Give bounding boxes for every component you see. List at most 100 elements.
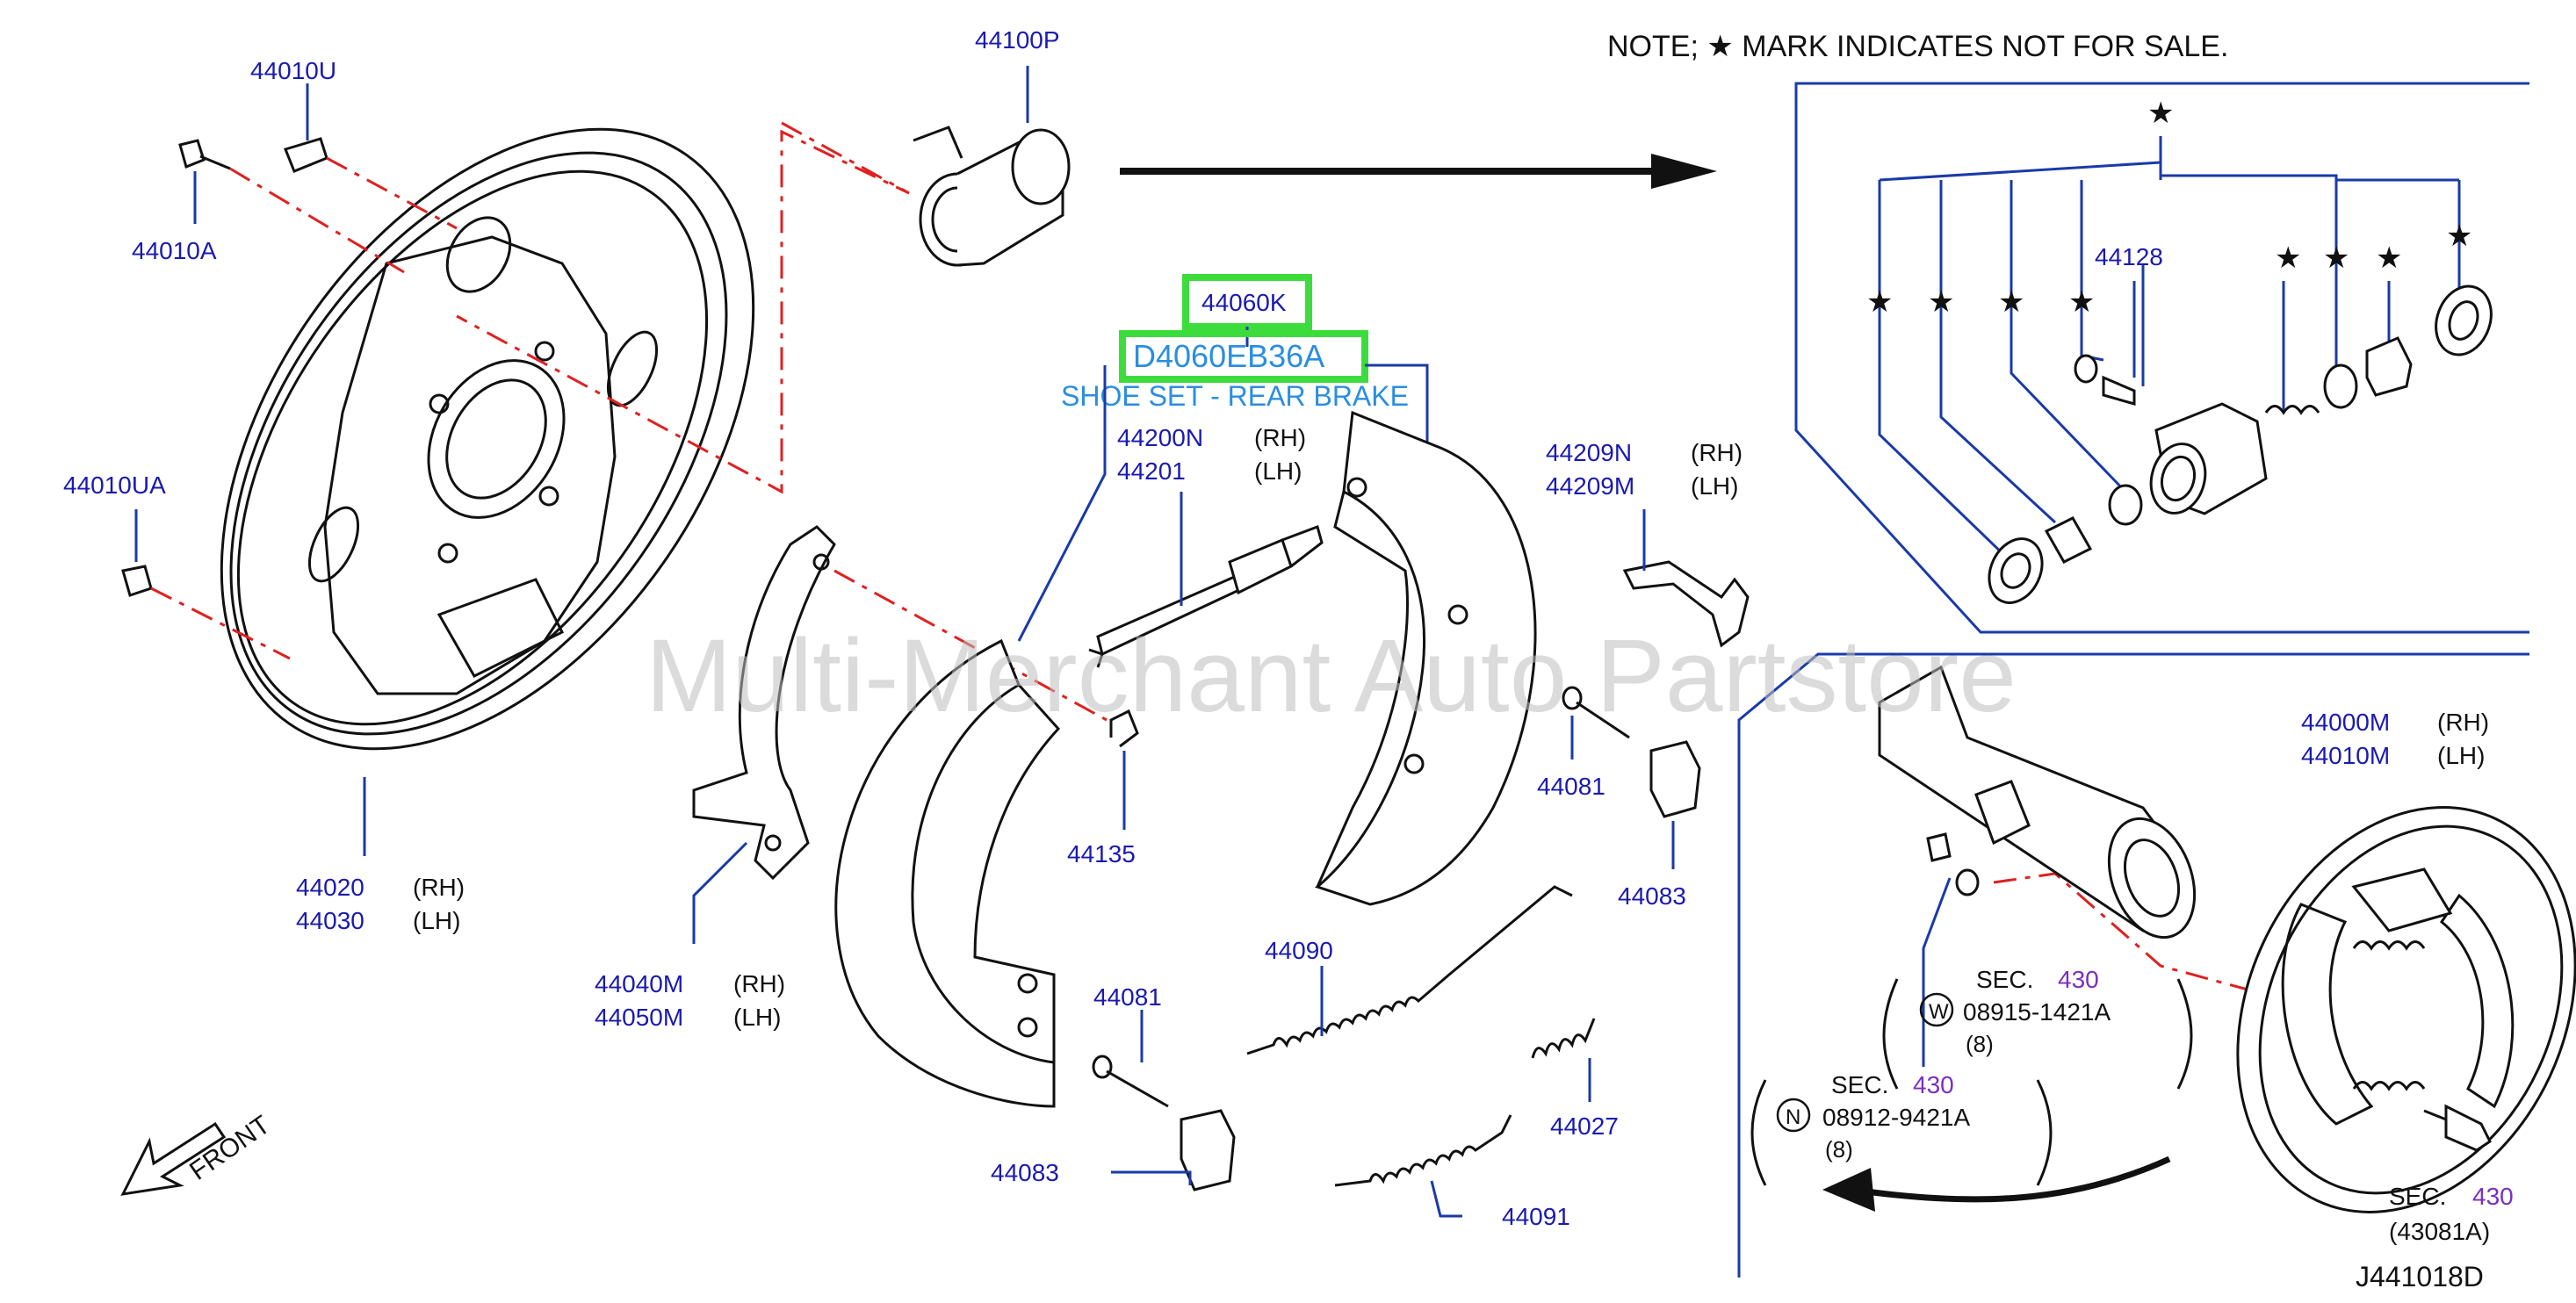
arrow-curved — [1822, 1155, 2171, 1212]
side-lh: (LH) — [733, 1004, 781, 1031]
side-lh: (LH) — [413, 907, 460, 934]
fastener-part[interactable]: (43081A) — [2389, 1218, 2490, 1245]
label-44209N[interactable]: 44209N — [1546, 439, 1632, 466]
label-44128[interactable]: 44128 — [2095, 243, 2163, 270]
clip-44135[interactable] — [1109, 709, 1139, 748]
sec-number[interactable]: 430 — [1913, 1071, 1954, 1098]
spring-44027[interactable] — [1531, 1018, 1596, 1059]
label-44135[interactable]: 44135 — [1067, 840, 1136, 867]
phantom-line — [833, 569, 1108, 722]
grommet-44010UA[interactable] — [121, 565, 153, 597]
spring-44091[interactable] — [1334, 1114, 1512, 1187]
label-44091[interactable]: 44091 — [1502, 1203, 1570, 1230]
side-lh: (LH) — [1691, 472, 1738, 500]
bracket-left — [1882, 978, 1899, 1090]
fastener-part[interactable]: 08915-1421A — [1963, 998, 2111, 1026]
sec-number[interactable]: 430 — [2472, 1183, 2514, 1210]
label-44090[interactable]: 44090 — [1265, 937, 1333, 964]
bolt-43081A[interactable] — [2423, 1104, 2492, 1152]
inset-axle-assembly — [1737, 652, 2529, 1278]
side-rh: (RH) — [2437, 709, 2489, 736]
lever-44040M[interactable] — [692, 525, 836, 881]
w-symbol-icon — [1919, 992, 1954, 1027]
watermark: Multi-Merchant Auto Partstore — [646, 618, 2017, 734]
label-44010A[interactable]: 44010A — [132, 237, 217, 264]
star-mark: ★ — [2323, 241, 2349, 276]
star-mark: ★ — [2376, 241, 2402, 276]
label-44050M[interactable]: 44050M — [595, 1004, 683, 1031]
arrow-right — [1120, 154, 1717, 189]
label-44100P[interactable]: 44100P — [975, 26, 1060, 54]
brake-assembly-44000M[interactable] — [2174, 752, 2576, 1267]
backing-plate[interactable] — [112, 32, 863, 846]
star-mark: ★ — [1928, 284, 1954, 320]
spring-44090[interactable] — [1246, 885, 1573, 1055]
label-44030[interactable]: 44030 — [296, 907, 364, 934]
label-44083-upper[interactable]: 44083 — [1618, 882, 1686, 910]
front-arrow-icon — [120, 1121, 227, 1196]
diagram-id: J441018D — [2356, 1261, 2484, 1292]
side-rh: (RH) — [733, 970, 785, 997]
highlight-part-label: 44060K — [1201, 289, 1287, 316]
star-mark: ★ — [2446, 219, 2472, 254]
phantom-line — [229, 167, 405, 274]
adjuster-44200N[interactable] — [1088, 525, 1324, 668]
label-44081-upper[interactable]: 44081 — [1537, 773, 1605, 800]
pin-44081-lower[interactable] — [1092, 1055, 1169, 1108]
n-symbol: N — [1786, 1105, 1800, 1129]
phantom-line — [326, 156, 458, 230]
star-mark: ★ — [1866, 284, 1893, 320]
note-text: NOTE; ★ MARK INDICATES NOT FOR SALE. — [1607, 30, 2228, 63]
retainer-44083-lower[interactable] — [1180, 1109, 1236, 1191]
leader-lines — [134, 66, 2145, 1218]
phantom-line — [456, 121, 910, 494]
highlight-code-label: D4060EB36A — [1133, 338, 1324, 374]
side-rh: (RH) — [1691, 439, 1743, 466]
label-44010UA[interactable]: 44010UA — [63, 472, 166, 499]
highlight-part-box[interactable]: 44060K — [1182, 274, 1312, 330]
highlight-desc-label: SHOE SET - REAR BRAKE — [1061, 380, 1409, 412]
side-lh: (LH) — [1254, 457, 1302, 485]
sec-label: SEC. — [1976, 966, 2033, 993]
fastener-part[interactable]: 08912-9421A — [1822, 1104, 1970, 1131]
pin-44081-upper[interactable] — [1562, 686, 1630, 739]
label-44040M[interactable]: 44040M — [595, 970, 683, 997]
label-44083-lower[interactable]: 44083 — [991, 1159, 1059, 1186]
label-44010U[interactable]: 44010U — [250, 57, 336, 84]
label-44010M[interactable]: 44010M — [2301, 742, 2390, 769]
clip-44010U[interactable] — [283, 137, 328, 173]
inset-exploded-cylinder — [1794, 82, 2529, 634]
n-symbol-icon — [1776, 1098, 1811, 1133]
bracket-left — [1750, 1079, 1767, 1186]
label-44020[interactable]: 44020 — [296, 874, 364, 901]
label-44201[interactable]: 44201 — [1117, 457, 1186, 485]
wheel-cylinder-44100P[interactable] — [913, 126, 1071, 267]
fastener-qty: (8) — [1825, 1136, 1853, 1163]
bolt-44010A[interactable] — [178, 139, 231, 170]
star-mark: ★ — [2147, 96, 2174, 131]
label-44081-lower[interactable]: 44081 — [1093, 983, 1162, 1011]
retainer-44083-upper[interactable] — [1649, 740, 1701, 818]
side-rh: (RH) — [1254, 424, 1306, 451]
phantom-line — [150, 587, 291, 660]
label-44209M[interactable]: 44209M — [1546, 472, 1634, 500]
label-44000M[interactable]: 44000M — [2301, 709, 2390, 736]
front-label: FRONT — [184, 1110, 276, 1185]
star-mark: ★ — [2068, 284, 2095, 320]
label-44027[interactable]: 44027 — [1550, 1112, 1619, 1140]
brake-shoe-rear[interactable] — [1314, 410, 1537, 906]
strut-44209N[interactable] — [1622, 560, 1750, 648]
side-lh: (LH) — [2437, 742, 2485, 769]
star-mark: ★ — [1998, 284, 2024, 320]
star-mark: ★ — [2275, 241, 2301, 276]
label-44200N[interactable]: 44200N — [1117, 424, 1203, 451]
brake-shoe-front[interactable] — [834, 638, 1061, 1108]
highlight-code-box[interactable]: D4060EB36A — [1119, 330, 1368, 383]
side-rh: (RH) — [413, 874, 465, 901]
w-symbol: W — [1929, 1000, 1949, 1024]
sec-number[interactable]: 430 — [2058, 966, 2099, 993]
sec-label: SEC. — [1831, 1071, 1888, 1098]
fastener-qty: (8) — [1966, 1031, 1994, 1057]
bracket-right — [2036, 1079, 2053, 1186]
